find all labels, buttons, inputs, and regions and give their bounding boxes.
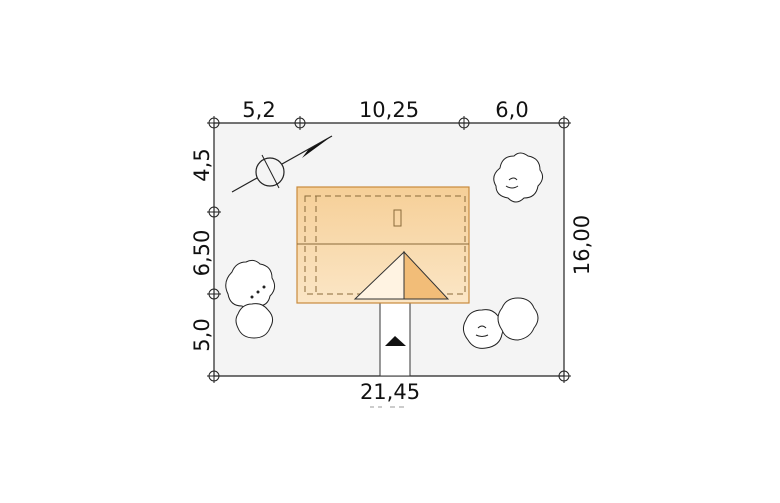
dimension-markers xyxy=(207,116,571,383)
dim-top-2: 10,25 xyxy=(359,98,419,122)
house-roof xyxy=(296,186,470,304)
driveway xyxy=(379,301,411,377)
marker-bottom-left xyxy=(207,369,221,383)
marker-left-3 xyxy=(207,287,221,301)
chimney xyxy=(393,209,402,227)
dim-bottom: 21,45 xyxy=(360,380,420,404)
tree-icon-top-right xyxy=(493,152,544,203)
dim-top-1: 5,2 xyxy=(242,98,275,122)
marker-top-1 xyxy=(207,116,221,130)
dim-left-2: 6,50 xyxy=(190,230,214,277)
tree-icon-bottom-right-b xyxy=(497,297,539,341)
tree-icon-bottom-right-a xyxy=(462,309,504,349)
dim-right: 16,00 xyxy=(570,215,594,275)
marker-top-4 xyxy=(557,116,571,130)
north-arrow-icon xyxy=(231,135,333,193)
marker-top-3 xyxy=(457,116,471,130)
dim-top-3: 6,0 xyxy=(495,98,528,122)
marker-bottom-right xyxy=(557,369,571,383)
tree-icon-left-lower xyxy=(235,303,274,339)
dim-left-1: 4,5 xyxy=(190,148,214,181)
marker-left-2 xyxy=(207,205,221,219)
dim-left-3: 5,0 xyxy=(190,318,214,351)
tree-icon-left-upper xyxy=(225,259,276,310)
entrance-arrow-icon xyxy=(385,336,406,346)
dormer-right xyxy=(403,250,450,300)
marker-top-2 xyxy=(293,116,307,130)
